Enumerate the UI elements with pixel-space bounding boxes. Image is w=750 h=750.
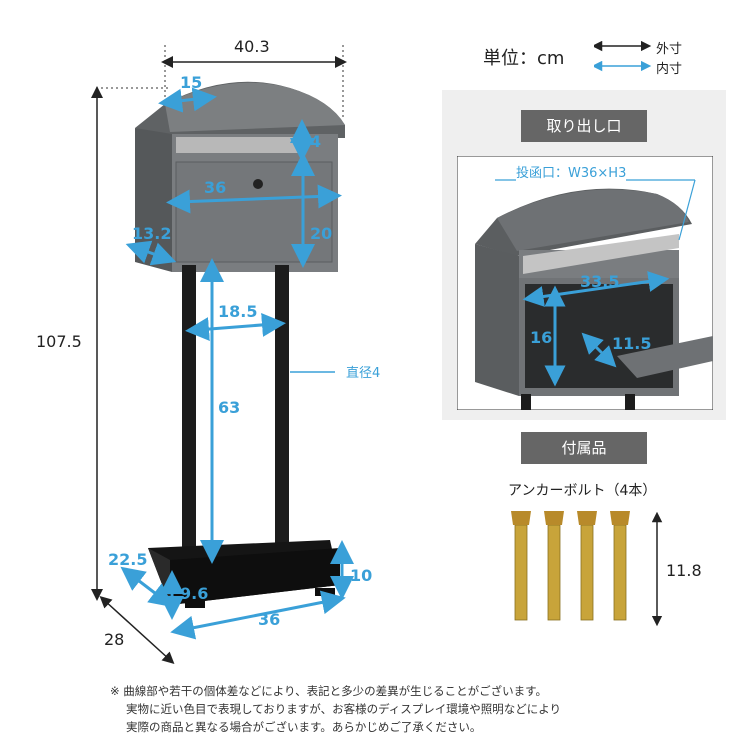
dim-door-height: 20 — [310, 224, 333, 243]
unit-legend-arrows — [594, 40, 652, 72]
dim-base-depth: 28 — [104, 630, 125, 649]
dim-side-depth: 13.2 — [132, 224, 172, 243]
note-line-3: 実際の商品と異なる場合がございます。あらかじめご了承ください。 — [126, 720, 482, 734]
accessory-name: アンカーボルト（4本） — [508, 483, 657, 499]
dim-lid-depth: 15 — [180, 73, 203, 92]
dim-pole-gap: 18.5 — [218, 302, 258, 321]
right-pole — [275, 265, 289, 550]
anchor-bolts-illustration — [511, 511, 663, 627]
dim-base-depth-top: 22.5 — [108, 550, 148, 569]
dim-base-side: 9.6 — [180, 584, 209, 603]
accessory-length: 11.8 — [666, 561, 702, 580]
takeout-title: 取り出し口 — [521, 110, 647, 142]
base-block — [148, 540, 340, 608]
dim-pole-diameter: 直径4 — [346, 366, 381, 381]
dim-slot-height: 4 — [310, 132, 322, 151]
note-line-2: 実物に近い色目で表現しておりますが、お客様のディスプレイ環境や照明などにより — [126, 702, 562, 716]
accessory-title: 付属品 — [521, 432, 647, 464]
dim-total-height: 107.5 — [36, 332, 82, 351]
note-line-1: ※ 曲線部や若干の個体差などにより、表記と多少の差異が生じることがございます。 — [110, 684, 547, 698]
unit-inner: 内寸 — [656, 62, 683, 77]
unit-outer: 外寸 — [656, 42, 683, 57]
mailbox-dome — [135, 81, 345, 138]
takeout-inner-width: 33.5 — [580, 272, 620, 291]
disclaimer-notes: ※ 曲線部や若干の個体差などにより、表記と多少の差異が生じることがございます。 … — [110, 682, 670, 736]
dim-base-height: 10 — [350, 566, 373, 585]
left-pole — [182, 265, 196, 550]
product-illustration — [91, 45, 354, 665]
takeout-inner-depth: 11.5 — [612, 334, 652, 353]
dim-door-width: 36 — [204, 178, 227, 197]
takeout-slot-label: 投函口：W36×H3 — [516, 162, 627, 181]
unit-label: 単位：cm — [483, 48, 565, 69]
dim-width-top: 40.3 — [234, 37, 270, 56]
takeout-inner-height: 16 — [530, 328, 553, 347]
dim-pole-height: 63 — [218, 398, 241, 417]
dim-base-width: 36 — [258, 610, 281, 629]
takeout-illustration — [457, 156, 713, 410]
